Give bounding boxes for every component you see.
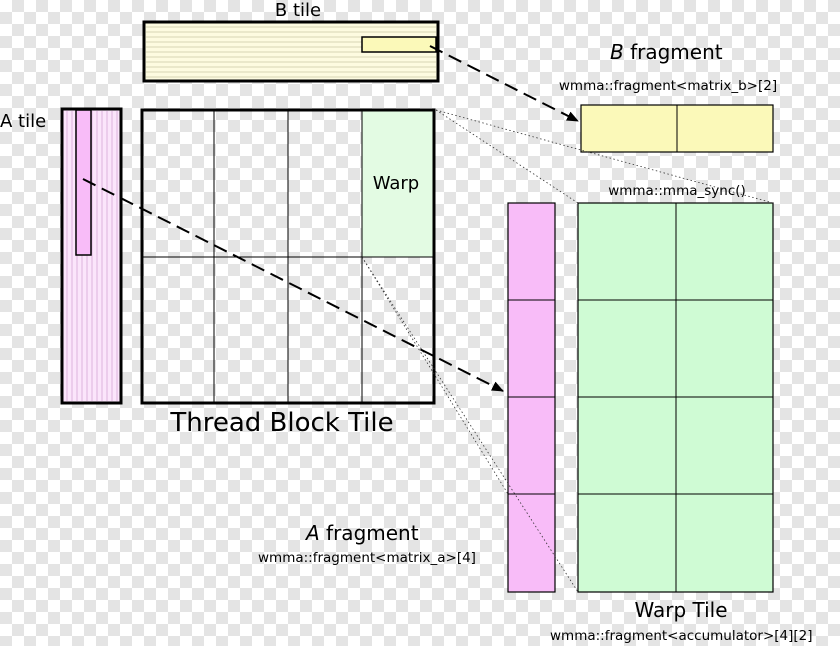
- b-fragment-title: B fragment: [610, 40, 723, 64]
- b-fragment-code: wmma::fragment<matrix_b>[2]: [559, 78, 777, 94]
- mma-sync-label: wmma::mma_sync(): [608, 183, 746, 199]
- b-fragment: [580, 104, 774, 153]
- a-fragment: [507, 202, 556, 593]
- projection-lines: [361, 109, 774, 593]
- warp-cell: [362, 110, 434, 257]
- b-fragment-arrow: [429, 45, 579, 122]
- a-tile-label: A tile: [0, 111, 46, 132]
- a-tile: [60, 107, 123, 405]
- thread-block-tile: Warp: [140, 108, 436, 405]
- warp-tile-code: wmma::fragment<accumulator>[4][2]: [550, 628, 813, 644]
- warp-tile-label: Warp Tile: [634, 598, 727, 622]
- warp-tile: [577, 202, 774, 593]
- a-fragment-code: wmma::fragment<matrix_a>[4]: [258, 550, 476, 566]
- a-fragment-title: A fragment: [304, 521, 419, 545]
- b-tile-fragment-highlight: [361, 36, 437, 53]
- warp-label: Warp: [373, 173, 420, 194]
- b-tile: [142, 20, 440, 83]
- b-tile-label: B tile: [275, 0, 321, 21]
- a-fragment-arrow: [82, 178, 504, 392]
- thread-block-tile-label: Thread Block Tile: [169, 408, 393, 438]
